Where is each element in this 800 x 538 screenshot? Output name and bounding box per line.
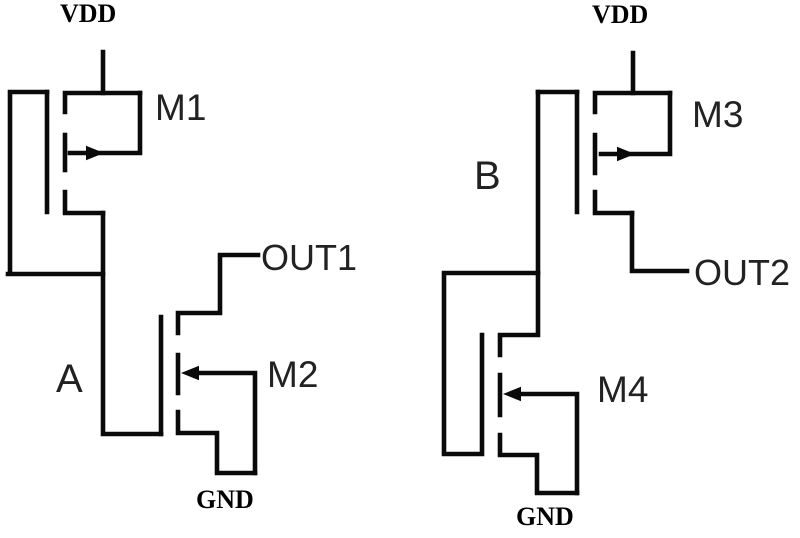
m1-bulk-loop <box>67 90 143 156</box>
out1-label: OUT1 <box>261 237 357 278</box>
input-a-wire <box>100 210 164 437</box>
input-b-wire <box>497 89 541 358</box>
m2-source-loop <box>175 409 258 476</box>
m1-label: M1 <box>155 87 206 128</box>
out2-wire <box>629 210 690 274</box>
m1-source-stub <box>62 90 143 115</box>
gnd-label-left: GND <box>196 485 254 514</box>
left-circuit: VDD M1 OUT1 A M2 GND <box>5 0 357 514</box>
input-b-loop-to-m4-gate <box>441 270 541 457</box>
m1-drain-stub <box>62 189 106 216</box>
m4-bulk-wire <box>515 391 580 496</box>
vdd-label-left: VDD <box>60 0 116 28</box>
gnd-label-right: GND <box>516 502 574 531</box>
m3-source-stub <box>592 90 673 115</box>
m2-bulk-wire <box>193 370 258 476</box>
input-b-label: B <box>474 154 501 198</box>
out1-wire <box>175 252 261 336</box>
m3-bulk-loop <box>598 90 673 157</box>
input-a-gate-hook <box>7 89 50 275</box>
m3-label: M3 <box>692 94 743 135</box>
vdd-label-right: VDD <box>592 0 648 29</box>
m2-bulk-arrow-icon <box>181 365 199 381</box>
m4-bulk-arrow-icon <box>503 386 521 402</box>
right-circuit: VDD M3 B OUT2 M4 GND <box>441 0 790 531</box>
out2-label: OUT2 <box>694 252 790 293</box>
input-a-label: A <box>56 357 83 401</box>
m1-bulk-arrow-icon <box>86 145 104 161</box>
m3-bulk-arrow-icon <box>617 146 635 162</box>
m4-label: M4 <box>597 369 648 410</box>
m2-label: M2 <box>267 354 318 395</box>
m4-source-loop <box>497 432 580 496</box>
m3-drain-stub <box>592 189 635 216</box>
